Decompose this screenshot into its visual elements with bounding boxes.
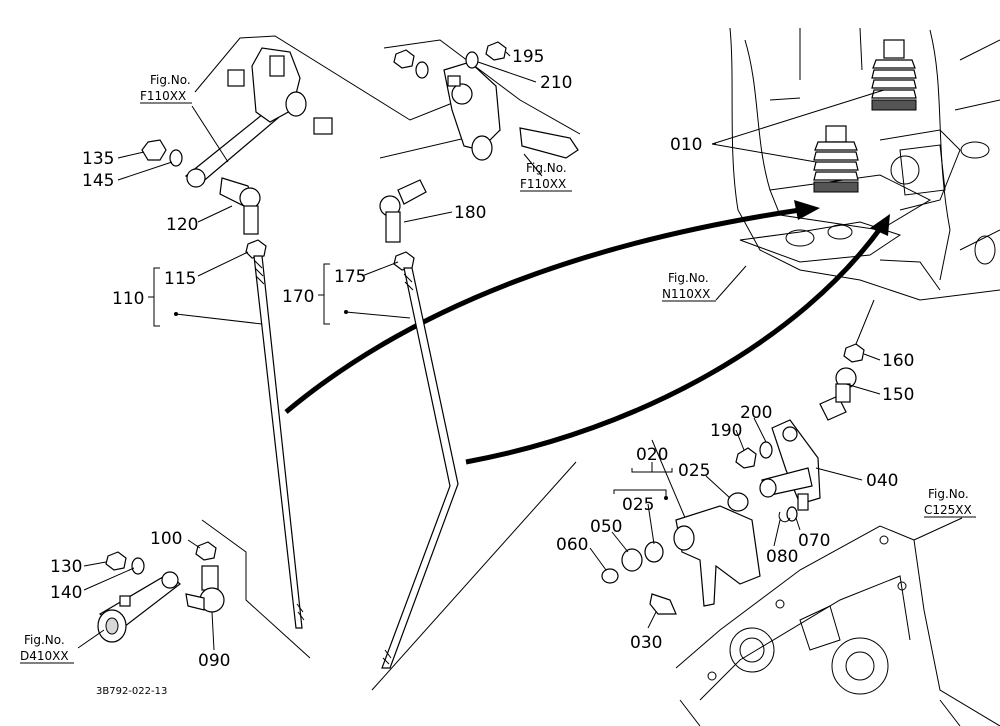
washer-210 [465,51,479,69]
bushing-025-a [727,492,749,512]
ball-joint-150 [819,367,857,421]
fig-ref-code: F110XX [520,177,566,191]
part-number-030[interactable]: 030 [630,633,662,653]
nut-195 [485,41,507,61]
bracket-020 [673,505,761,607]
part-numbers: 135 145 120 115 110 175 170 180 195 210 … [50,47,914,671]
lever-arm-left [184,35,502,188]
nut-175 [393,251,415,271]
lever-arm-right [383,39,581,161]
ball-joint-180 [379,179,427,243]
fig-ref-code: F110XX [140,89,186,103]
lever-arm-lower [97,519,311,659]
drawing-code: 3B792-022-13 [96,686,167,697]
fig-ref-n110[interactable]: Fig.No. N110XX [662,271,716,302]
arrowhead-to-housing [794,200,820,220]
part-number-130[interactable]: 130 [50,557,82,577]
part-number-040[interactable]: 040 [866,471,898,491]
part-number-050[interactable]: 050 [590,517,622,537]
fig-ref-d410[interactable]: Fig.No. D410XX [20,633,74,664]
fig-ref-label: Fig.No. [928,487,969,501]
part-number-145[interactable]: 145 [82,171,114,191]
fig-ref-label: Fig.No. [150,73,191,87]
part-number-200[interactable]: 200 [740,403,772,423]
part-number-100[interactable]: 100 [150,529,182,549]
housing-detail [729,27,1000,301]
part-number-115[interactable]: 115 [164,269,196,289]
arrow-to-bracket [465,224,885,465]
fig-ref-label: Fig.No. [24,633,65,647]
washer-140 [131,557,145,575]
fig-ref-label: Fig.No. [668,271,709,285]
nut-115 [245,239,267,259]
washer-left-small [415,61,429,79]
ball-joint-120 [219,177,261,235]
fig-ref-label: Fig.No. [526,161,567,175]
washer-070 [786,506,798,522]
clip-080 [778,511,791,523]
clip-060 [601,568,619,584]
part-number-020[interactable]: 020 [636,445,668,465]
nut-135 [141,139,167,161]
part-number-195[interactable]: 195 [512,47,544,67]
casing-c125 [675,525,1000,726]
fig-ref-f110-left[interactable]: Fig.No. F110XX [140,73,192,104]
washer-200 [759,441,773,459]
ball-joint-090 [185,565,225,613]
part-number-160[interactable]: 160 [882,351,914,371]
part-number-060[interactable]: 060 [556,535,588,555]
part-number-025-lower[interactable]: 025 [622,495,654,515]
part-number-175[interactable]: 175 [334,267,366,287]
part-number-190[interactable]: 190 [710,421,742,441]
part-number-080[interactable]: 080 [766,547,798,567]
fig-ref-code: D410XX [20,649,69,663]
fig-ref-f110-right[interactable]: Fig.No. F110XX [520,161,572,192]
part-number-135[interactable]: 135 [82,149,114,169]
part-number-120[interactable]: 120 [166,215,198,235]
nut-190 [735,447,757,469]
nut-100 [195,541,217,561]
rod-170 [381,267,459,669]
part-number-180[interactable]: 180 [454,203,486,223]
part-number-110[interactable]: 110 [112,289,144,309]
part-number-210[interactable]: 210 [540,73,572,93]
part-number-170[interactable]: 170 [282,287,314,307]
fig-ref-code: N110XX [662,287,710,301]
washer-145 [169,149,183,167]
fig-ref-c125[interactable]: Fig.No. C125XX [924,487,976,518]
arrowhead-to-bracket [870,214,890,236]
part-number-070[interactable]: 070 [798,531,830,551]
rod-110 [253,255,303,629]
bellows-boot-upper [871,39,917,111]
nut-left-small [393,49,415,69]
part-number-140[interactable]: 140 [50,583,82,603]
nut-160 [843,343,865,363]
part-number-150[interactable]: 150 [882,385,914,405]
part-number-010[interactable]: 010 [670,135,702,155]
fig-ref-code: C125XX [924,503,972,517]
shift-arm-040 [759,419,821,511]
part-number-025-upper[interactable]: 025 [678,461,710,481]
arrow-to-housing [284,207,801,414]
plug-030 [649,593,677,615]
washer-050 [621,548,643,572]
part-number-090[interactable]: 090 [198,651,230,671]
bellows-boot-lower [813,125,859,193]
nut-130 [105,551,127,571]
leader-lines [77,51,963,651]
bushing-025-b [644,541,664,563]
